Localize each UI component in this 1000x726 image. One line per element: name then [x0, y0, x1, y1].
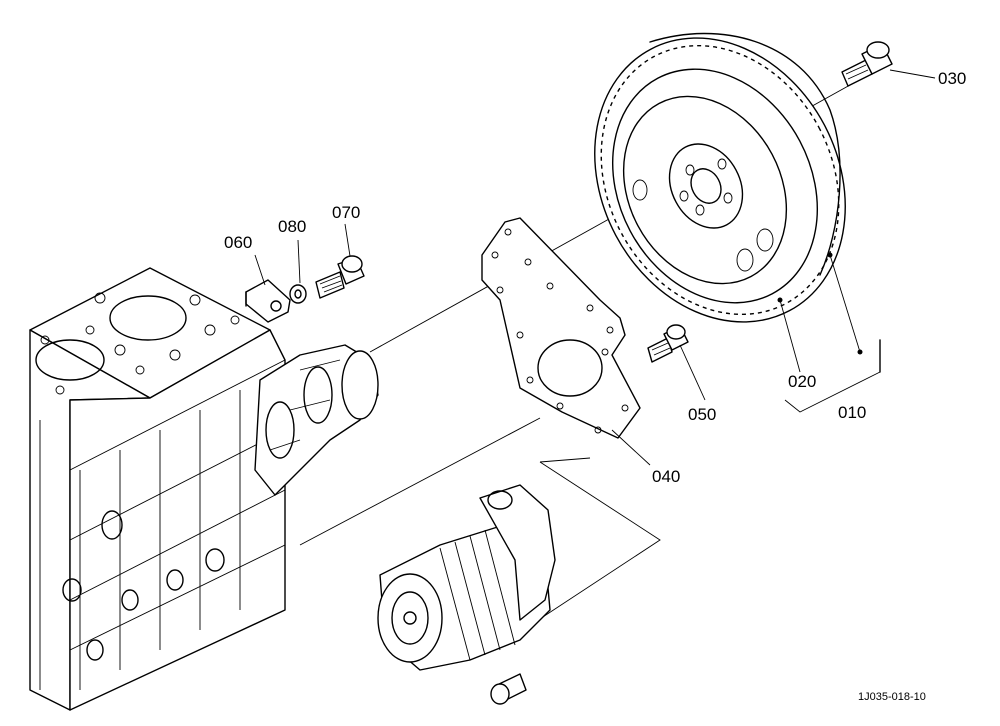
part-040-end-plate	[481, 217, 641, 439]
callout-060: 060	[224, 233, 252, 252]
callout-010: 010	[838, 403, 866, 422]
part-030-bolt	[841, 41, 893, 87]
part-020-flywheel	[594, 32, 846, 323]
part-050-bolt	[647, 324, 689, 363]
callout-070: 070	[332, 203, 360, 222]
callout-040: 040	[652, 467, 680, 486]
starter-motor	[377, 484, 556, 705]
engine-block	[29, 267, 286, 711]
part-060-stopper-plate	[245, 279, 291, 323]
leader-lines	[254, 69, 936, 466]
part-080-washer	[289, 284, 307, 304]
callout-080: 080	[278, 217, 306, 236]
callout-050: 050	[688, 405, 716, 424]
callout-labels: 030 020 010 050 040 060 080 070	[224, 69, 966, 486]
callout-020: 020	[788, 372, 816, 391]
part-070-bolt	[315, 255, 365, 299]
drawing-reference-code: 1J035-018-10	[858, 691, 926, 703]
crankshaft	[254, 344, 379, 496]
callout-030: 030	[938, 69, 966, 88]
